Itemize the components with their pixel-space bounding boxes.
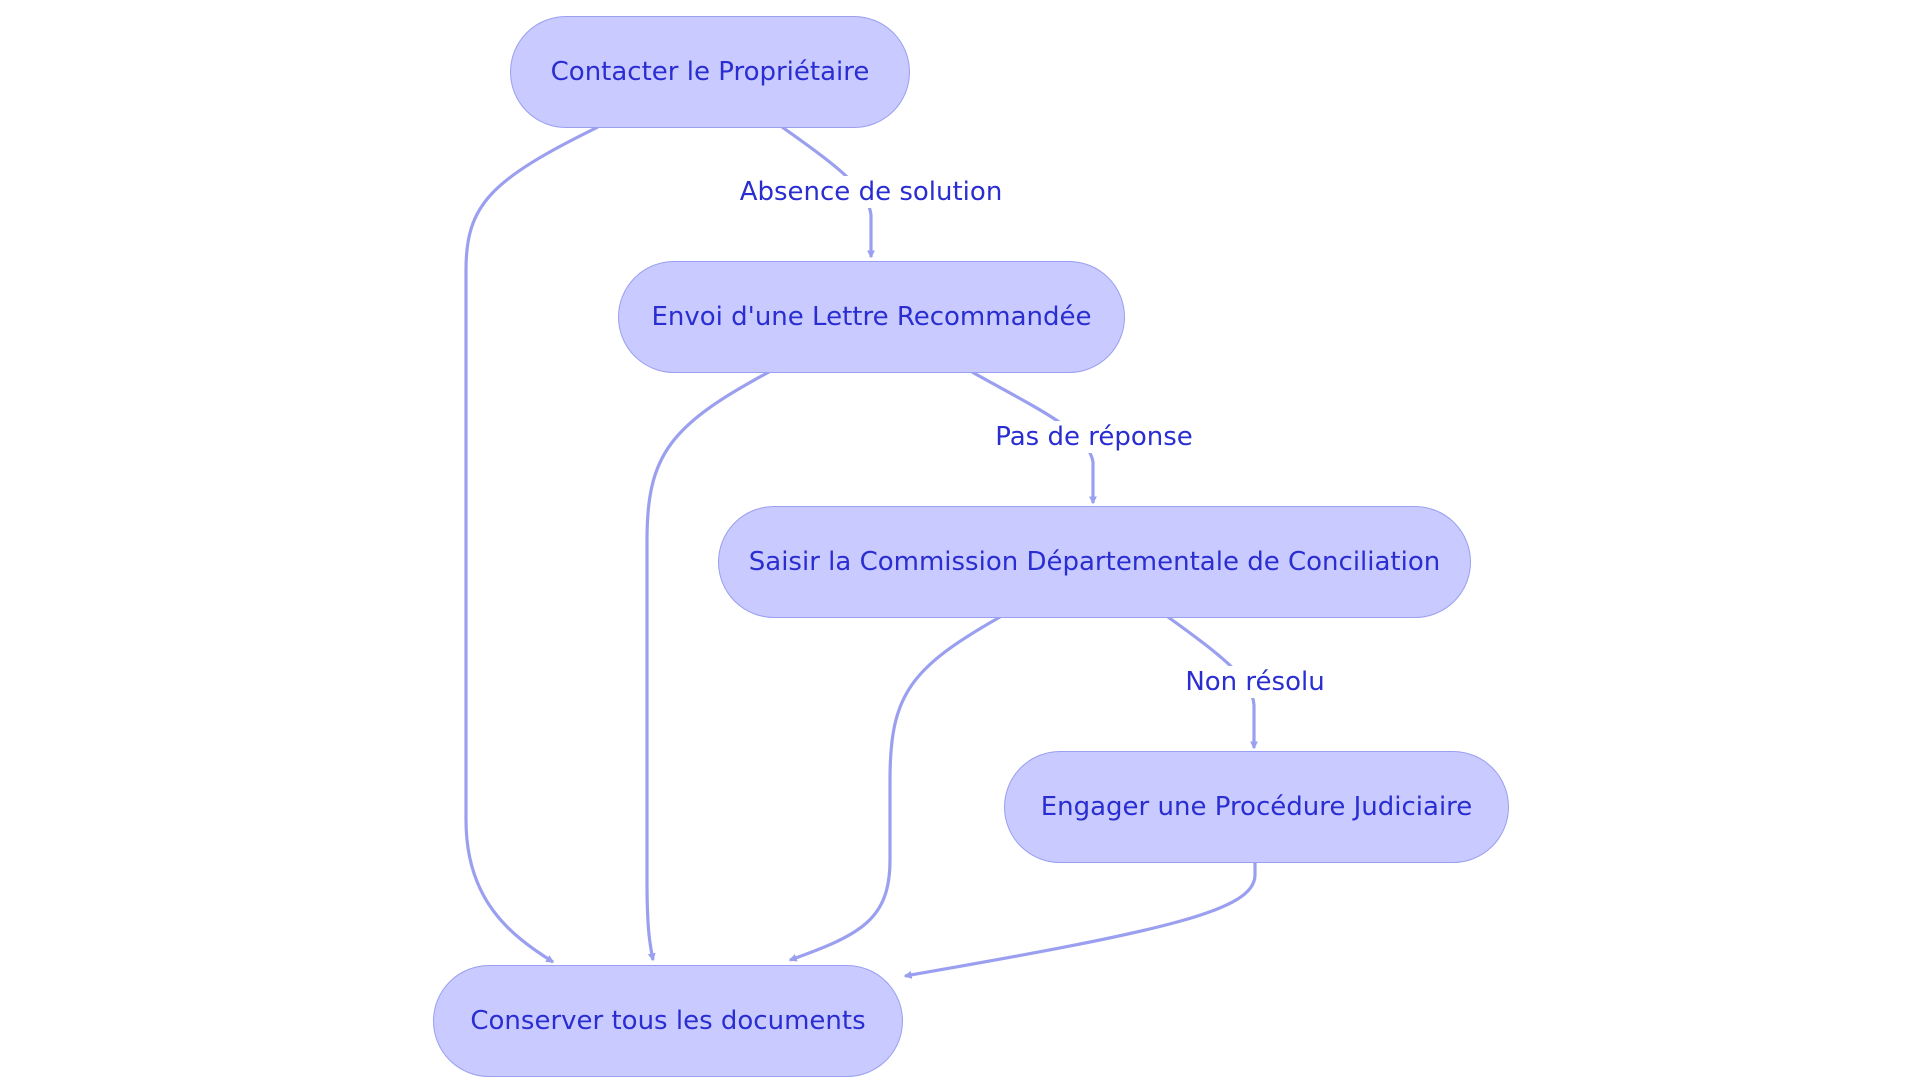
edge-contact-to-documents	[464, 125, 599, 964]
node-commission-conciliation: Saisir la Commission Départementale de C…	[718, 506, 1471, 618]
node-lettre-recommandee: Envoi d'une Lettre Recommandée	[618, 261, 1125, 373]
node-label: Conserver tous les documents	[470, 1006, 866, 1036]
edge-lettre-to-documents	[645, 370, 770, 962]
node-label: Engager une Procédure Judiciaire	[1040, 792, 1473, 822]
node-label: Saisir la Commission Départementale de C…	[748, 547, 1441, 577]
edge-label-pas-de-reponse: Pas de réponse	[992, 421, 1196, 453]
edge-label-non-resolu: Non résolu	[1182, 666, 1328, 698]
edge-label-absence-solution: Absence de solution	[736, 176, 1006, 208]
node-label: Envoi d'une Lettre Recommandée	[651, 302, 1092, 332]
node-label: Contacter le Propriétaire	[550, 57, 870, 87]
edge-procedure-to-documents	[903, 862, 1257, 979]
node-procedure-judiciaire: Engager une Procédure Judiciaire	[1004, 751, 1509, 863]
node-contacter-proprietaire: Contacter le Propriétaire	[510, 16, 910, 128]
node-conserver-documents: Conserver tous les documents	[433, 965, 903, 1077]
edge-commission-to-documents	[788, 615, 1001, 962]
